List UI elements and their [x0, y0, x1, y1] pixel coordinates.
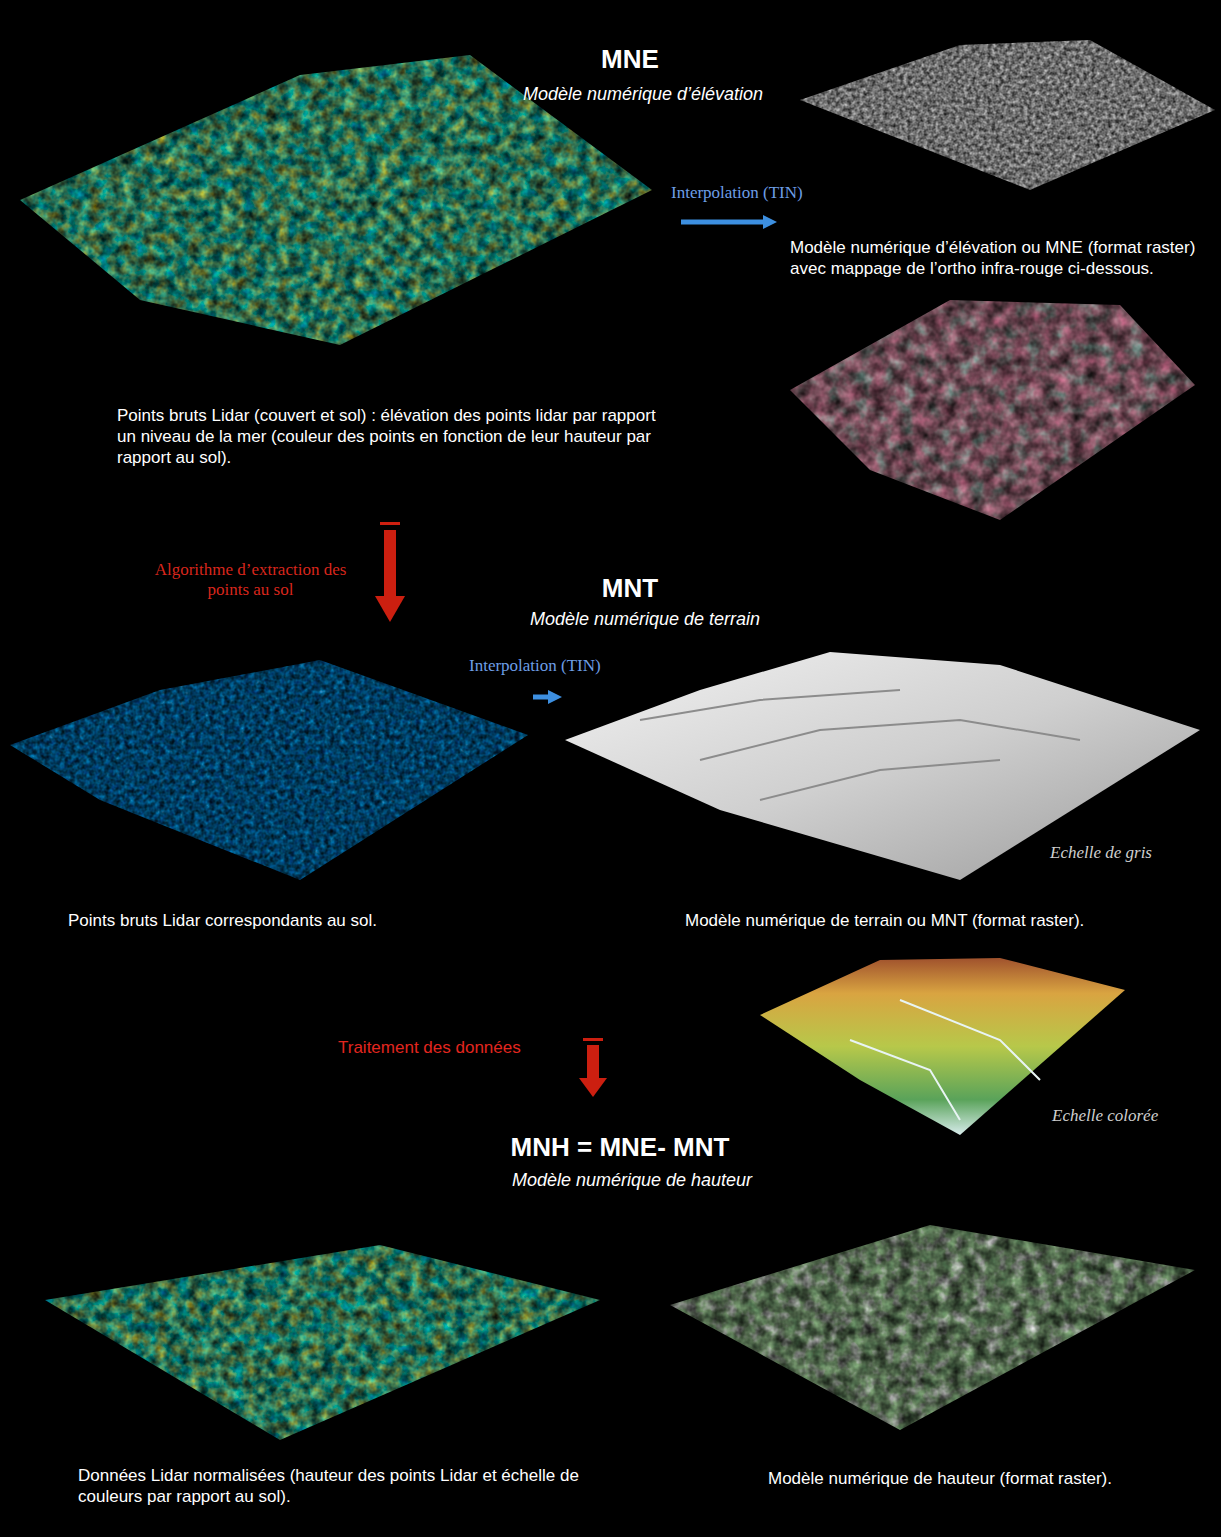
step-label: Traitement des données [338, 1037, 578, 1058]
mnt-colour-valleys [850, 1000, 1040, 1120]
section-subtitle: Modèle numérique de terrain [465, 608, 825, 630]
edge-label: Algorithme d’extraction des points au so… [140, 560, 361, 600]
caption-slot: Modèle numérique d’élévation ou MNE (for… [790, 237, 1215, 279]
illustration-panel: Modèle numérique d’élévation ou MNE (for… [785, 35, 1215, 310]
caption-slot: Points bruts Lidar correspondants au sol… [68, 910, 538, 931]
caption-slot: Données Lidar normalisées (hauteur des p… [78, 1465, 603, 1507]
mnh-surface [670, 1225, 1195, 1430]
interpolation-arrow [681, 222, 765, 223]
edge-label: Interpolation (TIN) [466, 656, 604, 676]
red-arrow-shaft [587, 1045, 599, 1078]
caption-slot: Points bruts Lidar (couvert et sol) : él… [117, 405, 673, 468]
normalised-lidar [45, 1245, 600, 1440]
red-arrow-head [579, 1078, 607, 1097]
edge-label: Interpolation (TIN) [668, 183, 806, 203]
scale-label: Echelle colorée [1052, 1106, 1202, 1126]
process-arrow [380, 522, 400, 598]
arrow-bar [380, 522, 400, 525]
section-heading: MNE [530, 44, 730, 74]
scale-label: Echelle de gris [1050, 843, 1200, 863]
illustration-panel: Modèle numérique de hauteur (format rast… [665, 1220, 1210, 1500]
interpolation-arrow [533, 697, 550, 698]
section-heading: MNT [530, 573, 730, 603]
caption-slot: Echelle de gris [1050, 843, 1200, 863]
ground-points [10, 660, 528, 880]
illustration-panel: Echelle de grisModèle numérique de terra… [565, 640, 1215, 940]
caption-text: Points bruts Lidar (couvert et sol) : él… [117, 405, 673, 468]
arrow-shaft [681, 220, 765, 225]
mnt-grey-surface [565, 652, 1200, 880]
illustration-panel: Données Lidar normalisées (hauteur des p… [40, 1240, 605, 1520]
caption-text: Points bruts Lidar correspondants au sol… [68, 910, 538, 931]
mne-infrared-surface [790, 300, 1195, 520]
red-arrow-bar [583, 1038, 603, 1041]
arrow-shaft [384, 530, 396, 598]
arrow-shaft [533, 695, 550, 700]
caption-text: Modèle numérique de terrain ou MNT (form… [685, 910, 1205, 931]
caption-slot: Modèle numérique de terrain ou MNT (form… [685, 910, 1205, 931]
illustration-panel: Points bruts Lidar correspondants au sol… [10, 650, 530, 940]
section-subtitle: Modèle numérique d’élévation [463, 83, 823, 105]
caption-slot: Modèle numérique de hauteur (format rast… [768, 1468, 1203, 1489]
caption-text: Modèle numérique d’élévation ou MNE (for… [790, 237, 1215, 279]
formula-heading: MNH = MNE- MNT [460, 1132, 780, 1162]
caption-text: Modèle numérique de hauteur (format rast… [768, 1468, 1203, 1489]
mne-grey-surface [800, 40, 1215, 190]
mnt-ridges [640, 690, 1080, 800]
section-subtitle: Modèle numérique de hauteur [452, 1169, 812, 1191]
caption-text: Données Lidar normalisées (hauteur des p… [78, 1465, 603, 1507]
